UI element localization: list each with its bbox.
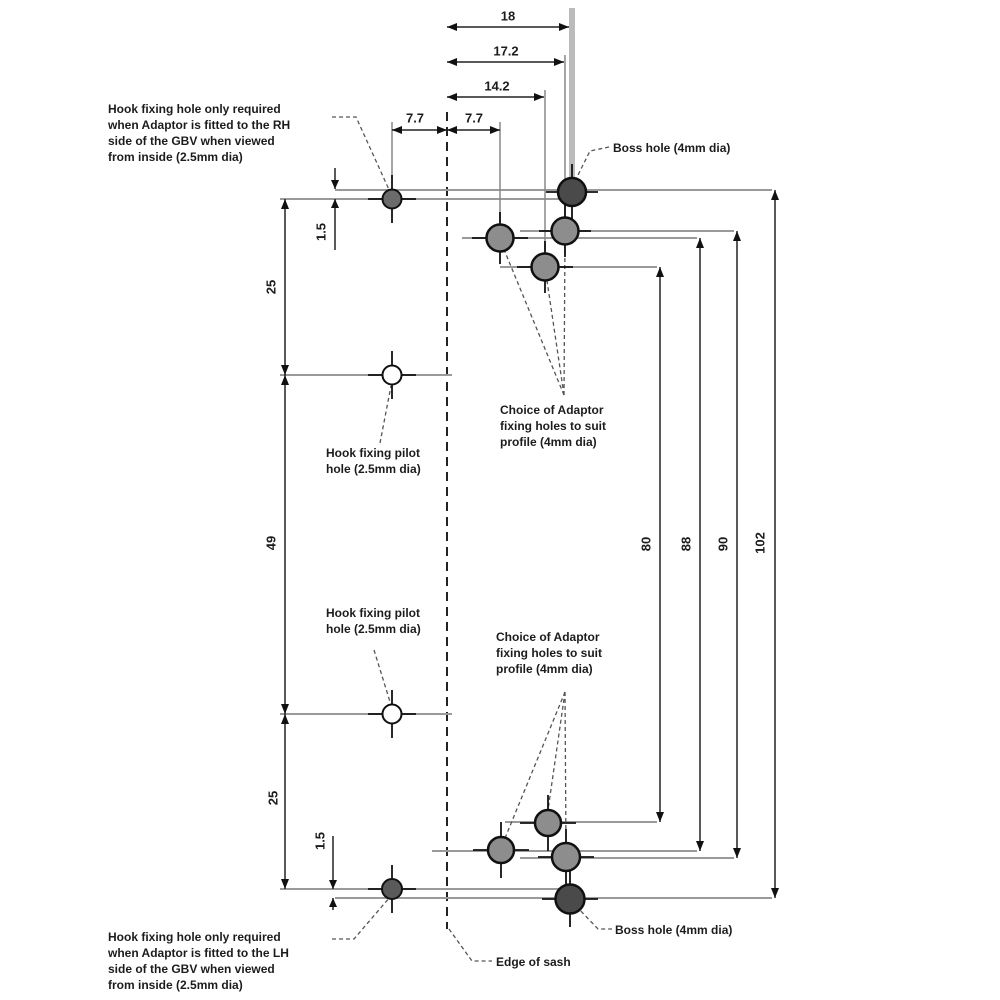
hook-note-rh: Hook fixing hole only required when Adap… [108, 102, 291, 164]
leader-lines [332, 116, 612, 962]
boss-hole-label-bottom: Boss hole (4mm dia) [615, 923, 733, 937]
dim-25-top: 25 [263, 279, 279, 295]
choice-note-bottom: Choice of Adaptor fixing holes to suit p… [496, 630, 603, 676]
dim-49: 49 [263, 535, 279, 551]
adaptor-fixing-hole-top-2 [485, 223, 515, 253]
hook-fixing-hole-bottom [381, 878, 403, 900]
boss-hole-bottom [554, 883, 586, 915]
dim-1-5-bottom: 1.5 [312, 831, 328, 851]
centerlines [280, 189, 772, 899]
hook-fixing-pilot-hole-bottom [381, 703, 403, 725]
dim-102: 102 [752, 532, 768, 554]
dim-25-bottom: 25 [265, 790, 281, 806]
dim-80: 80 [638, 536, 654, 552]
boss-hole-top [556, 176, 588, 208]
hook-fixing-pilot-hole-top [381, 364, 403, 386]
pilot-hole-label-bottom: Hook fixing pilot hole (2.5mm dia) [326, 606, 421, 636]
adaptor-fixing-hole-bottom-2 [486, 835, 516, 865]
hook-note-lh: Hook fixing hole only required when Adap… [108, 930, 289, 992]
hook-fixing-hole-top [381, 188, 403, 210]
dim-1-5-top: 1.5 [313, 222, 329, 242]
holes [381, 176, 588, 915]
hole-crosses [368, 164, 598, 927]
edge-of-sash-label: Edge of sash [496, 955, 571, 969]
boss-hole-label-top: Boss hole (4mm dia) [613, 141, 731, 155]
dim-88: 88 [678, 536, 694, 552]
dim-17-2: 17.2 [493, 43, 519, 59]
profile-edge-bar [569, 8, 575, 190]
dim-14-2: 14.2 [484, 78, 510, 94]
dimension-arrowheads [281, 23, 779, 907]
choice-note-top: Choice of Adaptor fixing holes to suit p… [500, 403, 607, 449]
dim-90: 90 [715, 536, 731, 552]
adaptor-fixing-hole-top-1 [550, 216, 580, 246]
dim-18: 18 [500, 8, 516, 24]
extension-lines [391, 55, 566, 250]
dimension-lines [284, 26, 776, 910]
pilot-hole-label-top: Hook fixing pilot hole (2.5mm dia) [326, 446, 421, 476]
dim-7-7-right: 7.7 [464, 110, 484, 126]
adaptor-fixing-hole-top-3 [530, 252, 560, 282]
dim-7-7-left: 7.7 [405, 110, 425, 126]
adaptor-fixing-hole-bottom-1 [533, 808, 563, 838]
adaptor-fixing-hole-bottom-3 [550, 841, 582, 873]
